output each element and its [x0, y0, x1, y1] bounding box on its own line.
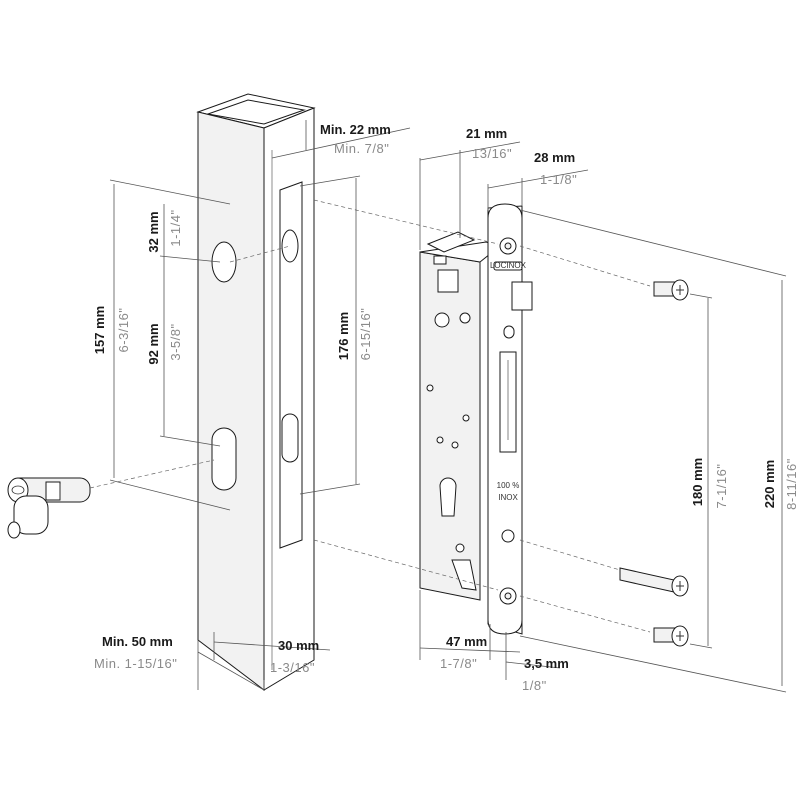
inox-label-line2: INOX [498, 493, 518, 502]
inox-label-line1: 100 % [497, 481, 520, 490]
d35-in-label: 1/8" [522, 678, 547, 693]
d220-mm-label: 220 mm [762, 460, 777, 508]
d21-in-label: 13/16" [472, 146, 512, 161]
min50-mm-label: Min. 50 mm [102, 634, 173, 649]
d30-in-label: 1-3/16" [270, 660, 315, 675]
min50-in-label: Min. 1-15/16" [94, 656, 177, 671]
gate-post [196, 93, 316, 692]
d157-in-label: 6-3/16" [116, 308, 131, 353]
d30-mm-label: 30 mm [278, 638, 319, 653]
d32-mm-label: 32 mm [146, 211, 161, 252]
d28-mm-label: 28 mm [534, 150, 575, 165]
d157-mm-label: 157 mm [92, 306, 107, 354]
d92-mm-label: 92 mm [146, 323, 161, 364]
screw-long [619, 567, 689, 597]
d35-mm-label: 3,5 mm [524, 656, 569, 671]
d180-mm-label: 180 mm [690, 458, 705, 506]
screw-bottom [653, 625, 689, 647]
alignment-lines [89, 199, 651, 633]
d220-in-label: 8-11/16" [784, 458, 799, 510]
d47-in-label: 1-7/8" [440, 656, 477, 671]
brand-label: LOCINOX [490, 261, 527, 270]
screw-top [653, 279, 689, 301]
d47-mm-label: 47 mm [446, 634, 487, 649]
d21-mm-label: 21 mm [466, 126, 507, 141]
min22-in-label: Min. 7/8" [334, 141, 389, 156]
d28-in-label: 1-1/8" [540, 172, 577, 187]
dimension-labels: Min. 22 mm Min. 7/8" 21 mm 13/16" 28 mm … [92, 122, 799, 693]
d176-in-label: 6-15/16" [358, 308, 373, 361]
min22-mm-label: Min. 22 mm [320, 122, 391, 137]
dimension-lines [109, 120, 787, 693]
d180-in-label: 7-1/16" [714, 464, 729, 509]
d32-in-label: 1-1/4" [168, 209, 183, 246]
d176-mm-label: 176 mm [336, 312, 351, 360]
d92-in-label: 3-5/8" [168, 323, 183, 360]
faceplate: LOCINOX 100 % INOX [487, 203, 533, 635]
lock-case [419, 231, 502, 601]
euro-cylinder [7, 477, 91, 539]
